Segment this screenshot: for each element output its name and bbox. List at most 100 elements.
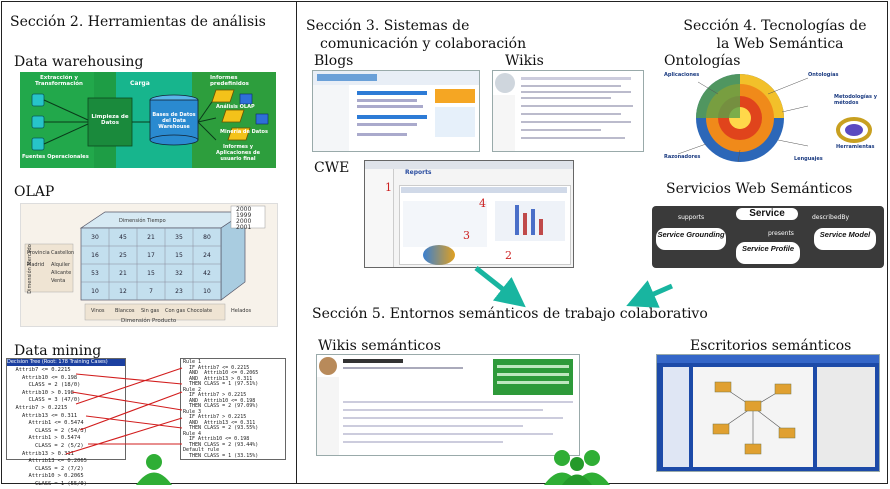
arrow-right: [626, 280, 674, 308]
semantic-desktop-screenshot: [656, 354, 880, 472]
cwe-marker-3: 3: [463, 229, 470, 242]
olap-label: OLAP: [14, 184, 55, 200]
dw-carga-label: Carga: [130, 80, 150, 87]
tree-rule-links: [65, 367, 183, 455]
olap-cube-cell: 16: [91, 252, 99, 259]
olap-row-3: Madrid: [27, 262, 45, 268]
ontology-label-aplicaciones: Aplicaciones: [664, 72, 700, 78]
source-db-icon: [31, 137, 45, 151]
section-3-title-line1: Sección 3. Sistemas de: [306, 18, 470, 34]
arrow-left: [474, 266, 526, 308]
olap-row-5: Alicante: [51, 270, 72, 276]
decision-tree-header: Decision Tree (Root: 178 Training Cases): [7, 359, 125, 366]
olap-col-1: Vinos: [91, 308, 105, 314]
screen-icon: [239, 93, 253, 105]
presents-label: presents: [768, 230, 794, 237]
semantic-graph: [712, 381, 796, 455]
data-mining-label: Data mining: [14, 343, 102, 359]
convergence-arrows: [474, 266, 674, 308]
ontologias-label: Ontologías: [664, 53, 741, 69]
blogs-label: Blogs: [314, 53, 354, 69]
report-icon: [221, 109, 245, 123]
data-warehousing-diagram: Extracción y Transformación Carga Inform…: [20, 72, 276, 168]
olap-cube-cell: 10: [203, 288, 211, 295]
service-profile-node: Service Profile: [736, 242, 800, 264]
service-model-node: Service Model: [814, 228, 876, 250]
semantic-wiki-screenshot: [316, 354, 580, 456]
olap-row-6: Venta: [51, 278, 66, 284]
dw-shapes: [31, 89, 269, 151]
olap-col-3: Sin gas: [141, 308, 160, 314]
cwe-label: CWE: [314, 160, 350, 176]
olap-col-4: Con gas: [165, 308, 186, 314]
olap-cube-cell: 7: [149, 288, 153, 295]
ontology-label-herramientas: Herramientas: [836, 144, 875, 150]
dw-limpieza-label: Limpieza de Datos: [91, 114, 129, 126]
ontology-label-metodologias: Metodologías y métodos: [834, 94, 877, 106]
olap-dim-mercado: Dimensión Mercado: [26, 244, 33, 294]
data-warehousing-label: Data warehousing: [14, 54, 144, 70]
screen-icon: [255, 113, 269, 125]
decision-tree-panel: Decision Tree (Root: 178 Training Cases)…: [6, 358, 126, 487]
dw-informes-top-label: Informes predefinidos: [210, 75, 249, 87]
cwe-marker-4: 4: [479, 197, 486, 210]
olap-cube-cell: 30: [91, 234, 99, 241]
described-by-label: describedBy: [812, 214, 850, 221]
cwe-screenshot: Reports 1 4 3 2: [364, 160, 574, 268]
section-4-title-line1: Sección 4. Tecnologías de: [683, 18, 867, 34]
supports-label: supports: [678, 214, 705, 221]
cwe-header: Reports: [405, 169, 432, 176]
olap-dim-producto: Dimensión Producto: [121, 318, 177, 324]
olap-cube-cell: 21: [147, 234, 155, 241]
servicios-label: Servicios Web Semánticos: [666, 181, 853, 197]
service-grounding-node: Service Grounding: [656, 228, 726, 250]
olap-cube-cell: 53: [91, 270, 99, 277]
section-3-title-line2: comunicación y colaboración: [320, 36, 527, 52]
cwe-marker-2: 2: [505, 249, 512, 262]
wikis-screenshot: [492, 70, 644, 152]
data-mining-diagram: Decision Tree (Root: 178 Training Cases)…: [6, 358, 286, 487]
section-4-title-line2: la Web Semántica: [716, 36, 844, 52]
olap-cube-cell: 21: [119, 270, 127, 277]
rules-lines: Rule 1 IF Attrib7 <= 0.2215 AND Attrib10…: [183, 359, 259, 459]
olap-cube-cell: 45: [119, 234, 127, 241]
olap-dim-tiempo: Dimensión Tiempo: [119, 218, 166, 224]
dw-fuentes-label: Fuentes Operacionales: [22, 154, 89, 160]
olap-cube: [24, 205, 266, 321]
limpieza-box: [87, 97, 133, 147]
olap-row-1: Provincia: [27, 250, 50, 256]
warehouse-db-icon: [149, 99, 199, 141]
olap-col-2: Blancos: [115, 308, 135, 314]
user-icon: [136, 454, 172, 485]
olap-cube-cell: 80: [203, 234, 211, 241]
group-icon: [544, 450, 610, 485]
olap-year-3: 2000: [236, 218, 252, 225]
decision-tree-lines: Attrib7 <= 0.2215 Attrib10 <= 0.198 CLAS…: [15, 367, 87, 487]
olap-cube-cell: 35: [175, 234, 183, 241]
olap-cube-cell: 32: [175, 270, 183, 277]
wikis-label: Wikis: [505, 53, 544, 69]
report-icon: [211, 89, 235, 103]
olap-row-4: Alquiler: [51, 262, 71, 268]
blogs-screenshot: [312, 70, 480, 152]
service-node: Service: [736, 208, 798, 220]
olap-cube-cell: 25: [119, 252, 127, 259]
dw-informes-label: Informes y Aplicaciones de usuario final: [216, 144, 260, 162]
services-diagram: Service supports describedBy presents Se…: [652, 206, 884, 268]
ontology-diagram: Aplicaciones Ontologías Metodologías y m…: [658, 70, 880, 168]
dw-extract-label: Extracción y Transformación: [35, 75, 83, 87]
olap-col-5: Chocolate: [187, 308, 213, 314]
section-5-title: Sección 5. Entornos semánticos de trabaj…: [312, 306, 708, 322]
source-db-icon: [31, 115, 45, 129]
olap-cube-cell: 23: [175, 288, 183, 295]
olap-cube-cell: 24: [203, 252, 211, 259]
olap-year-2: 1999: [236, 212, 252, 219]
ontology-label-razonadores: Razonadores: [664, 154, 701, 160]
olap-year-4: 2001: [236, 224, 252, 231]
escritorios-semanticos-label: Escritorios semánticos: [690, 338, 852, 354]
report-icon: [227, 127, 251, 141]
dw-analisis-label: Análisis OLAP: [216, 104, 255, 110]
ontology-earth: [677, 74, 872, 163]
